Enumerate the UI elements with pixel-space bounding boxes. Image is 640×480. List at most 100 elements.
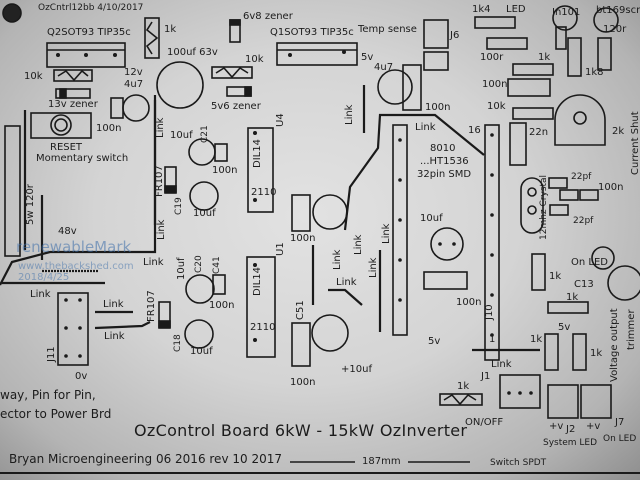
label-c4u7-left: 4u7 — [124, 79, 144, 90]
label-j10: J10 — [484, 304, 495, 320]
watermark-date: 2018/4/25 — [18, 272, 70, 283]
label-dil14-u1: DIL14 — [252, 267, 263, 296]
ic-u1 — [246, 256, 276, 358]
label-c20: C20 — [194, 255, 204, 273]
label-reset-sub: Momentary switch — [36, 153, 129, 164]
label-r10k-left: 10k — [24, 71, 43, 82]
label-u4: U4 — [275, 113, 286, 127]
label-5v-top: 5v — [361, 52, 374, 63]
label-c22pf-b: 22pf — [573, 216, 594, 226]
label-link: Link — [353, 234, 364, 255]
links — [0, 85, 540, 352]
label-voltage-output: Voltage output — [609, 308, 620, 382]
label-r1k-top: 1k — [164, 24, 177, 35]
connector-j7 — [580, 384, 612, 419]
crystal — [520, 177, 544, 234]
capacitors — [110, 5, 640, 367]
label-5v-r: 5v — [558, 322, 571, 333]
label-pin16: 16 — [468, 125, 481, 136]
label-r1k4: 1k4 — [472, 4, 491, 15]
label-link: Link — [491, 359, 512, 370]
label-dil14-u4: DIL14 — [252, 139, 263, 168]
label-switch-spdt: Switch SPDT — [490, 458, 547, 468]
header-left — [392, 124, 408, 336]
label-on-led-top: On LED — [571, 257, 608, 268]
label-link: Link — [368, 257, 379, 278]
trimpot-2k — [554, 94, 606, 146]
label-j6: J6 — [450, 30, 460, 41]
label-r10k-r: 10k — [487, 101, 506, 112]
label-c100n-temp: 100n — [425, 102, 451, 113]
label-j7: J7 — [615, 417, 625, 428]
board-credit: Bryan Microengineering 06 2016 rev 10 20… — [9, 452, 282, 466]
board-dimension: 187mm — [362, 456, 401, 467]
note-line-2: ector to Power Brd — [0, 407, 112, 421]
label-link: Link — [103, 299, 124, 310]
label-12v: 12v — [124, 67, 143, 78]
label-led: LED — [506, 4, 526, 15]
label-j11: J11 — [46, 346, 57, 362]
label-48v: 48v — [58, 226, 77, 237]
label-link: Link — [332, 249, 343, 270]
label-fr107-b: FR107 — [146, 290, 157, 322]
label-c10uf-18: 10uf — [190, 346, 213, 357]
label-trimmer: trimmer — [626, 309, 637, 350]
label-q2: Q2SOT93 TIP35c — [47, 27, 131, 38]
label-system-led: System LED — [543, 438, 598, 448]
label-c22n: 22n — [529, 127, 549, 138]
label-c100n-51: 100n — [290, 377, 316, 388]
label-c41: C41 — [212, 256, 222, 274]
label-current-shut: Current Shut — [630, 111, 640, 175]
label-c100n-r: 100n — [482, 79, 508, 90]
connector-j1 — [499, 374, 541, 409]
label-2110-u4: 2110 — [251, 187, 277, 198]
label-reset: RESET — [50, 142, 83, 153]
label-link: Link — [143, 257, 164, 268]
label-link: Link — [344, 104, 355, 125]
label-r1k-a: 1k — [549, 271, 562, 282]
label-c10uf-mid: 10uf — [420, 213, 443, 224]
label-z13v: 13v zener — [48, 99, 98, 110]
label-crystal: 12mhz Crystal — [539, 174, 549, 240]
label-c10uf-19: 10uf — [193, 208, 216, 219]
label-pv2: +v — [586, 421, 601, 432]
label-z5v6: 5v6 zener — [211, 101, 261, 112]
board-file-id: OzCntrl12bb 4/10/2017 — [38, 3, 144, 13]
label-fr107-a: FR107 — [154, 165, 165, 197]
label-r1k8: 1k8 — [585, 67, 604, 78]
label-link: Link — [156, 219, 167, 240]
label-q1: Q1SOT93 TIP35c — [270, 27, 354, 38]
transistor-q2 — [46, 42, 126, 68]
label-c19: C19 — [174, 197, 184, 215]
label-c51: C51 — [295, 300, 306, 320]
label-c100uf: 100uf 63v — [167, 47, 218, 58]
label-link: Link — [30, 289, 51, 300]
label-link: Link — [381, 223, 392, 244]
label-c10uf-21: 10uf — [170, 130, 193, 141]
pads — [56, 50, 533, 395]
connector-j2 — [547, 384, 579, 419]
label-r120r: 120r — [603, 24, 627, 35]
label-pin1: 1 — [489, 334, 496, 345]
label-r5w: 5w 120r — [25, 184, 36, 225]
label-chip-8010: 8010 — [430, 143, 456, 154]
label-scr: bt169scr — [596, 5, 640, 16]
label-c10uf-p: +10uf — [341, 364, 372, 375]
label-c100n-41: 100n — [209, 300, 235, 311]
label-r1k-b: 1k — [566, 292, 579, 303]
label-c22pf-a: 22pf — [571, 172, 592, 182]
label-r100r: 100r — [480, 52, 504, 63]
label-c18: C18 — [173, 334, 183, 352]
label-on-led: On LED — [603, 434, 637, 444]
label-chip-ht1536: ...HT1536 — [420, 156, 469, 167]
label-link: Link — [415, 122, 436, 133]
label-0v: 0v — [75, 371, 88, 382]
label-c100n-reset: 100n — [96, 123, 122, 134]
label-r1k-d: 1k — [590, 348, 603, 359]
mounting-hole — [2, 3, 22, 23]
label-link: Link — [336, 277, 357, 288]
label-c10uf-20: 10uf — [176, 257, 187, 280]
label-u1: U1 — [275, 242, 286, 256]
diodes — [55, 19, 567, 329]
